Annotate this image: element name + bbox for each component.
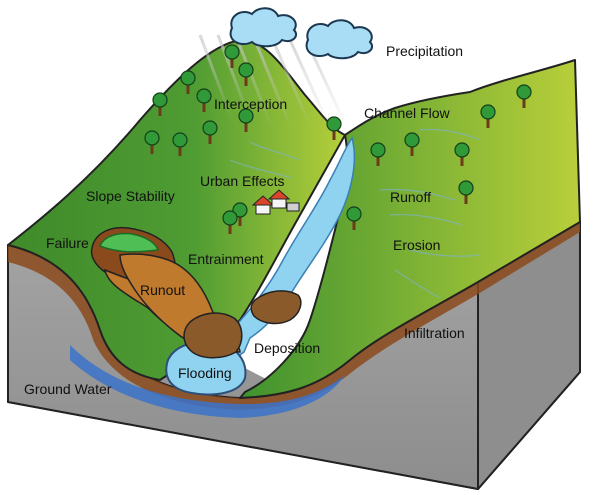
hillside-right — [239, 59, 581, 399]
tree-icon — [516, 84, 532, 108]
tree-icon — [370, 142, 386, 166]
tree-icon — [232, 202, 248, 226]
tree-icon — [144, 130, 160, 154]
hillside-left — [7, 38, 346, 381]
label-entrainment: Entrainment — [188, 251, 264, 267]
tree-icon — [346, 206, 362, 230]
label-slope-stability: Slope Stability — [86, 188, 175, 204]
label-flooding: Flooding — [178, 365, 232, 381]
label-erosion: Erosion — [393, 237, 441, 253]
label-failure: Failure — [46, 235, 89, 251]
tree-icon — [152, 92, 168, 116]
label-infiltration: Infiltration — [404, 325, 465, 341]
label-channel-flow: Channel Flow — [364, 105, 450, 121]
tree-icon — [180, 70, 196, 94]
label-interception: Interception — [214, 96, 288, 112]
tree-icon — [238, 108, 254, 132]
label-runoff: Runoff — [390, 189, 431, 205]
tree-group — [144, 44, 532, 234]
tree-icon — [458, 180, 474, 204]
house-icon — [251, 189, 300, 215]
tree-icon — [454, 142, 470, 166]
tree-icon — [326, 116, 342, 140]
deposition-fan — [183, 312, 243, 359]
tree-icon — [480, 104, 496, 128]
runoff-streaks — [229, 128, 481, 299]
tree-icon — [196, 88, 212, 112]
label-runout: Runout — [140, 282, 186, 298]
label-ground-water: Ground Water — [24, 381, 112, 397]
tree-icon — [404, 132, 420, 156]
deposition-fan-2 — [250, 290, 302, 325]
tree-icon — [238, 62, 254, 86]
label-precipitation: Precipitation — [386, 43, 464, 59]
tree-icon — [172, 132, 188, 156]
ground-water — [70, 345, 345, 418]
tree-icon — [202, 120, 218, 144]
failure-block — [99, 232, 160, 253]
rain-streaks — [198, 34, 348, 131]
label-urban-effects: Urban Effects — [200, 173, 285, 189]
label-deposition: Deposition — [254, 340, 321, 356]
cloud-icon — [229, 7, 374, 60]
tree-icon — [224, 44, 240, 68]
tree-icon — [222, 210, 238, 234]
